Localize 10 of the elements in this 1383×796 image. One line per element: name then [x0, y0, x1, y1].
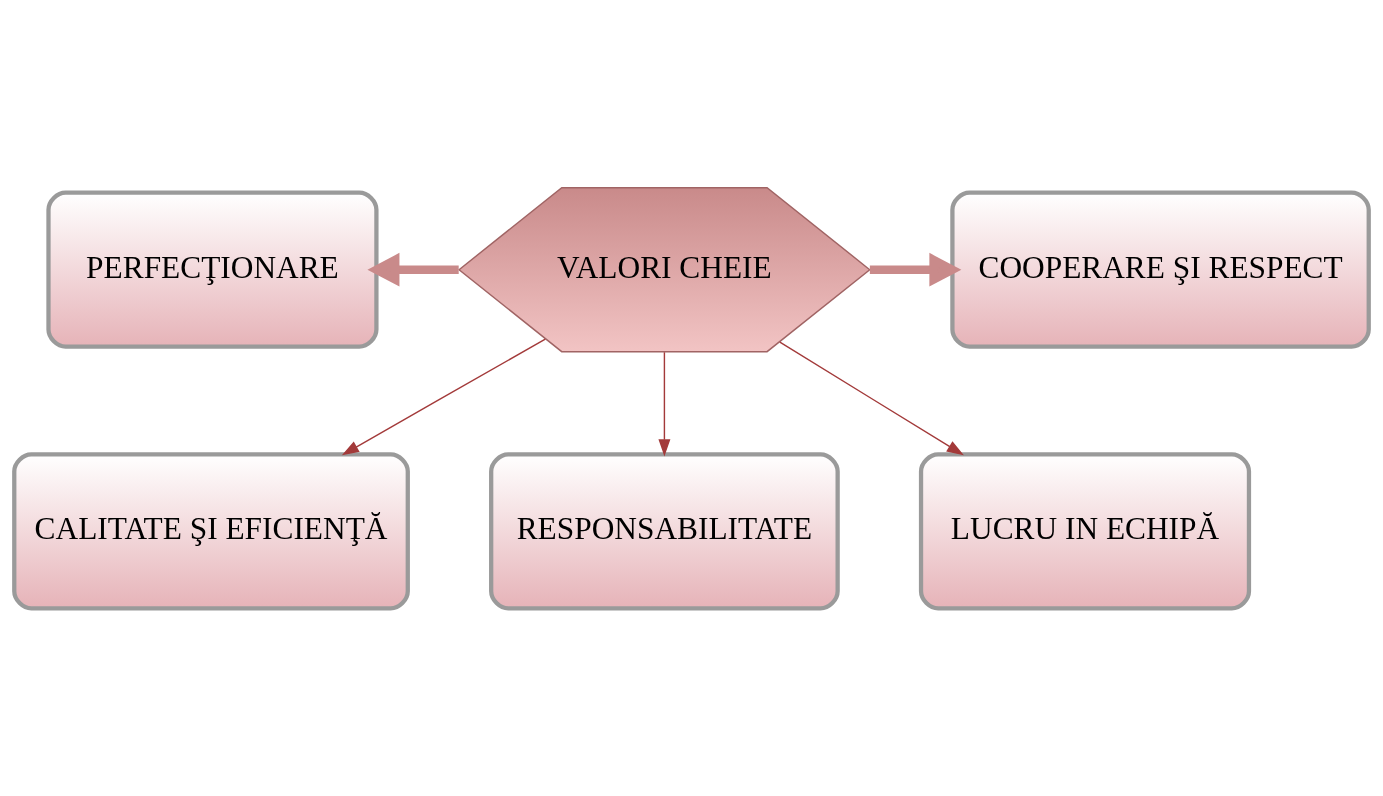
node-box: CALITATE ŞI EFICIENŢĂ: [12, 452, 410, 611]
arrow: [779, 341, 964, 456]
node-box: RESPONSABILITATE: [489, 452, 840, 611]
node-box: PERFECŢIONARE: [46, 190, 379, 349]
arrow: [341, 338, 546, 456]
arrow: [367, 252, 459, 287]
arrow: [658, 351, 671, 457]
node-box: COOPERARE ŞI RESPECT: [950, 190, 1371, 349]
node-box: LUCRU IN ECHIPĂ: [918, 452, 1252, 611]
arrow: [869, 252, 962, 287]
